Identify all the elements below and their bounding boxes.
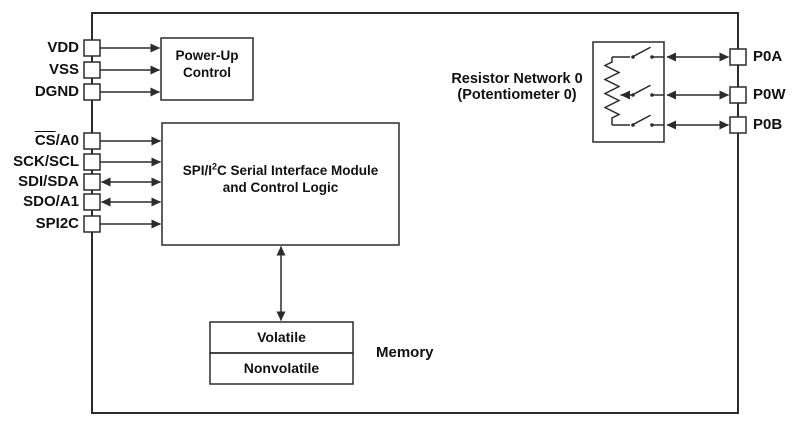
- power-up-control-label: Power-Up Control: [161, 47, 253, 81]
- pin-label-p0a: P0A: [753, 48, 783, 65]
- pin-pad-vss: [83, 61, 101, 79]
- power-up-control-box: [160, 37, 254, 101]
- serial-interface-line1: SPI/I2C Serial Interface Module: [162, 162, 399, 179]
- pin-pads: [83, 39, 747, 233]
- pin-label-p0w: P0W: [753, 86, 786, 103]
- pin-label-vdd: VDD: [47, 39, 79, 56]
- resistor-network-caption: Resistor Network 0 (Potentiometer 0): [443, 71, 591, 103]
- pin-pad-p0a: [729, 48, 747, 66]
- cs-overline-text: CS: [34, 132, 56, 149]
- serial-interface-box: [161, 122, 400, 246]
- serial-interface-label: SPI/I2C Serial Interface Module and Cont…: [162, 162, 399, 196]
- si-superscript: 2: [211, 161, 217, 172]
- pin-label-sdi-sda: SDI/SDA: [18, 173, 79, 190]
- block-outlines: [160, 37, 665, 385]
- resistor-symbol: [603, 56, 630, 126]
- volatile-label: Volatile: [257, 329, 306, 345]
- memory-caption: Memory: [376, 344, 434, 361]
- pin-label-vss: VSS: [48, 61, 79, 78]
- chip-outline: [91, 12, 739, 414]
- right-pin-arrows: [666, 52, 729, 130]
- si-post-sup: C Serial Interface Module: [216, 163, 379, 178]
- terminal-switches: [620, 46, 665, 127]
- pin-label-cs-a0: CS/A0: [35, 132, 79, 150]
- power-up-line1: Power-Up: [175, 48, 239, 63]
- nonvolatile-label: Nonvolatile: [243, 360, 320, 376]
- pin-pad-p0w: [729, 86, 747, 104]
- left-pin-arrows: [100, 43, 161, 229]
- serial-interface-line2: and Control Logic: [222, 180, 339, 195]
- pin-label-sdo-a1: SDO/A1: [23, 193, 79, 210]
- pin-label-spi2c: SPI2C: [35, 215, 79, 232]
- pin-label-sck-scl: SCK/SCL: [13, 153, 79, 170]
- pin-label-dgnd: DGND: [34, 83, 79, 100]
- pin-pad-cs-a0: [83, 132, 101, 150]
- pin-pad-dgnd: [83, 83, 101, 101]
- pin-pad-sck-scl: [83, 153, 101, 171]
- resistor-network-line2: (Potentiometer 0): [457, 86, 577, 103]
- resistor-network-box: [592, 41, 665, 143]
- cs-rest-text: /A0: [55, 132, 79, 149]
- pin-label-p0b: P0B: [753, 116, 783, 133]
- pin-pad-p0b: [729, 116, 747, 134]
- pin-pad-spi2c: [83, 215, 101, 233]
- resistor-network-line1: Resistor Network 0: [451, 71, 583, 87]
- pin-pad-vdd: [83, 39, 101, 57]
- si-pre-sup: SPI/I: [182, 163, 212, 178]
- pin-pad-sdo-a1: [83, 193, 101, 211]
- nonvolatile-memory-box: [209, 352, 354, 385]
- pin-pad-sdi-sda: [83, 173, 101, 191]
- power-up-line2: Control: [183, 65, 231, 80]
